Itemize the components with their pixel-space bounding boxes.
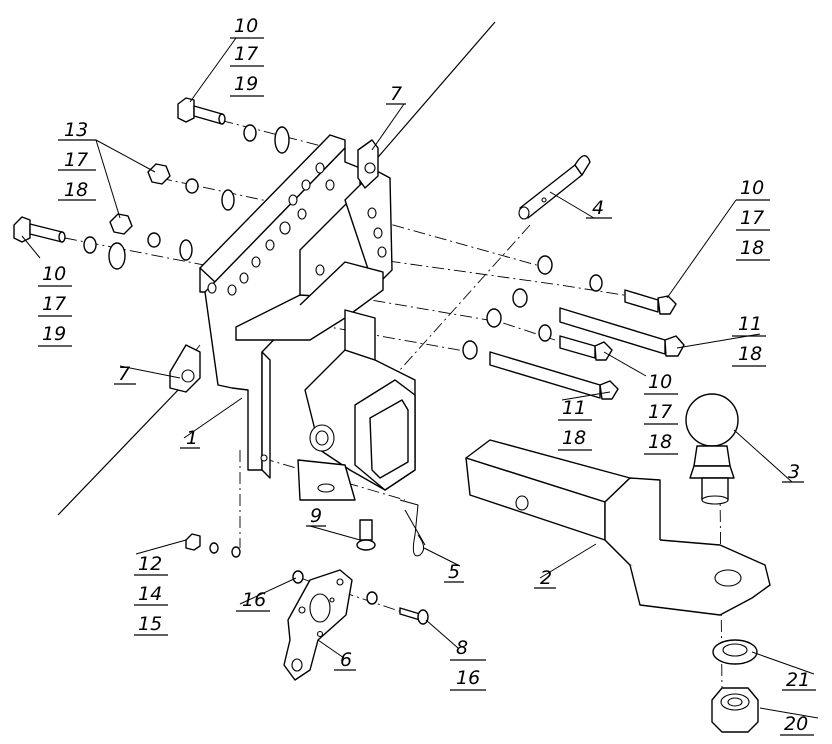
callout-line: 5 xyxy=(448,561,460,583)
callout-line: 20 xyxy=(784,713,808,735)
callout-13-17-18: 13 17 18 xyxy=(58,119,96,201)
callout-10-17-18-right: 10 17 18 xyxy=(736,177,770,261)
callout-line: 17 xyxy=(648,401,672,423)
callout-line: 12 xyxy=(138,553,162,575)
callout-line: 17 xyxy=(42,293,66,315)
callout-line: 17 xyxy=(234,43,258,65)
callout-21: 21 xyxy=(782,669,816,691)
part-5-hairpin-clip xyxy=(399,499,426,557)
part-7-tab-upper xyxy=(357,139,379,189)
callout-line: 11 xyxy=(562,397,586,419)
callout-line: 15 xyxy=(138,613,162,635)
callout-7-lower: 7 xyxy=(114,363,136,385)
part-4-hitch-pin xyxy=(518,155,591,220)
right-side-fasteners xyxy=(462,255,685,400)
callout-10-17-18-center: 10 17 18 xyxy=(644,371,678,455)
callout-12-14-15: 12 14 15 xyxy=(134,553,168,636)
callout-line: 1 xyxy=(186,427,198,449)
part-12-nut-set xyxy=(185,533,241,558)
callout-line: 3 xyxy=(788,461,800,483)
callout-line: 10 xyxy=(648,371,672,393)
callout-line: 7 xyxy=(390,83,402,105)
callout-line: 18 xyxy=(64,179,88,201)
callout-line: 10 xyxy=(740,177,764,199)
callout-3: 3 xyxy=(782,461,804,483)
callout-9: 9 xyxy=(306,505,326,527)
callout-7-top: 7 xyxy=(386,83,406,105)
callout-line: 6 xyxy=(340,649,352,671)
callout-10-17-19-left: 10 17 19 xyxy=(38,263,72,347)
callout-line: 16 xyxy=(242,589,266,611)
callout-11-18-lower: 11 18 xyxy=(558,397,592,451)
bolt-10-top xyxy=(177,97,290,154)
nut-13-group xyxy=(109,163,235,261)
callout-line: 18 xyxy=(648,431,672,453)
callout-20: 20 xyxy=(780,713,814,736)
part-9-bolt xyxy=(356,519,376,551)
callout-line: 2 xyxy=(540,567,552,589)
callout-5: 5 xyxy=(444,561,464,583)
part-7-tab-lower xyxy=(169,344,201,393)
callout-2: 2 xyxy=(534,567,556,589)
side-bracket-plate xyxy=(235,169,393,341)
callout-line: 10 xyxy=(234,15,258,37)
part-16-washers xyxy=(292,570,378,605)
callout-line: 7 xyxy=(118,363,130,385)
leader-lines xyxy=(21,37,819,719)
part-21-washer xyxy=(712,639,758,665)
callout-line: 4 xyxy=(592,197,604,219)
callout-line: 18 xyxy=(562,427,586,449)
callout-line: 13 xyxy=(64,119,88,141)
part-2-drawbar xyxy=(465,439,771,616)
callout-11-18-upper: 11 18 xyxy=(732,313,766,367)
receiver-tube xyxy=(297,309,416,501)
part-6-socket-plate xyxy=(283,569,353,681)
callout-line: 18 xyxy=(738,343,762,365)
callout-line: 11 xyxy=(738,313,762,335)
callout-line: 10 xyxy=(42,263,66,285)
part-20-lock-nut xyxy=(711,687,759,733)
callout-line: 8 xyxy=(456,637,468,659)
callout-line: 14 xyxy=(138,583,162,605)
part-8-bolt xyxy=(399,607,429,625)
callout-line: 18 xyxy=(740,237,764,259)
callout-10-17-19-top: 10 17 19 xyxy=(230,15,264,97)
bolt-10-left xyxy=(13,216,126,270)
callout-line: 19 xyxy=(234,73,258,95)
callout-line: 19 xyxy=(42,323,66,345)
callout-1: 1 xyxy=(180,427,200,449)
callout-6: 6 xyxy=(334,649,356,671)
part-3-tow-ball xyxy=(685,393,739,505)
callout-line: 17 xyxy=(64,149,88,171)
callout-16: 16 xyxy=(236,589,270,612)
callout-4: 4 xyxy=(586,197,612,219)
callout-line: 17 xyxy=(740,207,764,229)
callout-8-16: 8 16 xyxy=(450,637,486,691)
callout-labels: 10 17 19 7 13 17 18 4 10 xyxy=(38,15,816,736)
callout-line: 9 xyxy=(310,505,322,527)
wire-cable xyxy=(57,21,496,516)
bracket-holes xyxy=(207,162,335,296)
callout-line: 16 xyxy=(456,667,480,689)
callout-line: 21 xyxy=(786,669,810,691)
